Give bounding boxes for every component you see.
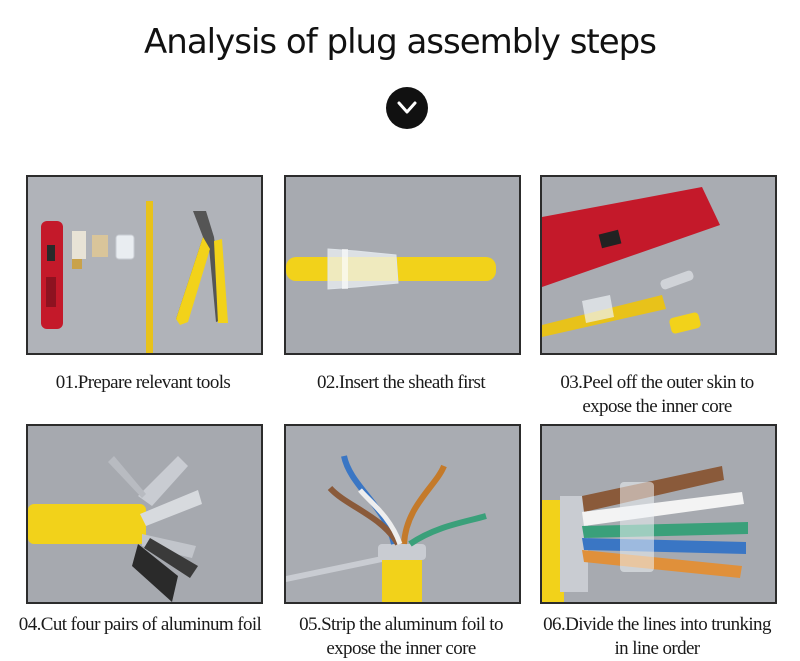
sheath-photo [286,177,519,353]
step-2-caption: 02.Insert the sheath first [266,371,536,395]
step-6-caption: 06.Divide the lines into trunking in lin… [522,613,792,661]
cut-foil-photo [28,426,261,602]
tools-photo [28,177,261,353]
step-5-caption: 05.Strip the aluminum foil to expose the… [266,613,536,661]
chevron-down-icon [397,101,417,114]
step-6-caption-line: 06.Divide the lines into trunking [543,614,771,635]
step-5-caption-line: 05.Strip the aluminum foil to [299,614,503,635]
step-1-caption-line: 01.Prepare relevant tools [55,372,231,393]
scroll-down-badge [386,87,428,129]
step-6-caption-line: in line order [614,638,700,659]
step-2-image [284,175,521,355]
step-4-caption: 04.Cut four pairs of aluminum foil [0,613,285,637]
step-3-caption-line: 03.Peel off the outer skin to [560,372,754,393]
step-5-image [284,424,521,604]
strip-foil-photo [286,426,519,602]
step-4-image [26,424,263,604]
step-3-image [540,175,777,355]
step-6-image [540,424,777,604]
step-3-caption: 03.Peel off the outer skin to expose the… [522,371,792,419]
peel-photo [542,177,775,353]
step-1-image [26,175,263,355]
trunking-photo [542,426,775,602]
step-2-caption-line: 02.Insert the sheath first [316,372,486,393]
step-3-caption-line: expose the inner core [582,396,732,417]
page-title: Analysis of plug assembly steps [144,22,657,62]
step-1-caption: 01.Prepare relevant tools [8,371,278,395]
step-4-caption-line: 04.Cut four pairs of aluminum foil [18,614,262,635]
step-5-caption-line: expose the inner core [326,638,476,659]
